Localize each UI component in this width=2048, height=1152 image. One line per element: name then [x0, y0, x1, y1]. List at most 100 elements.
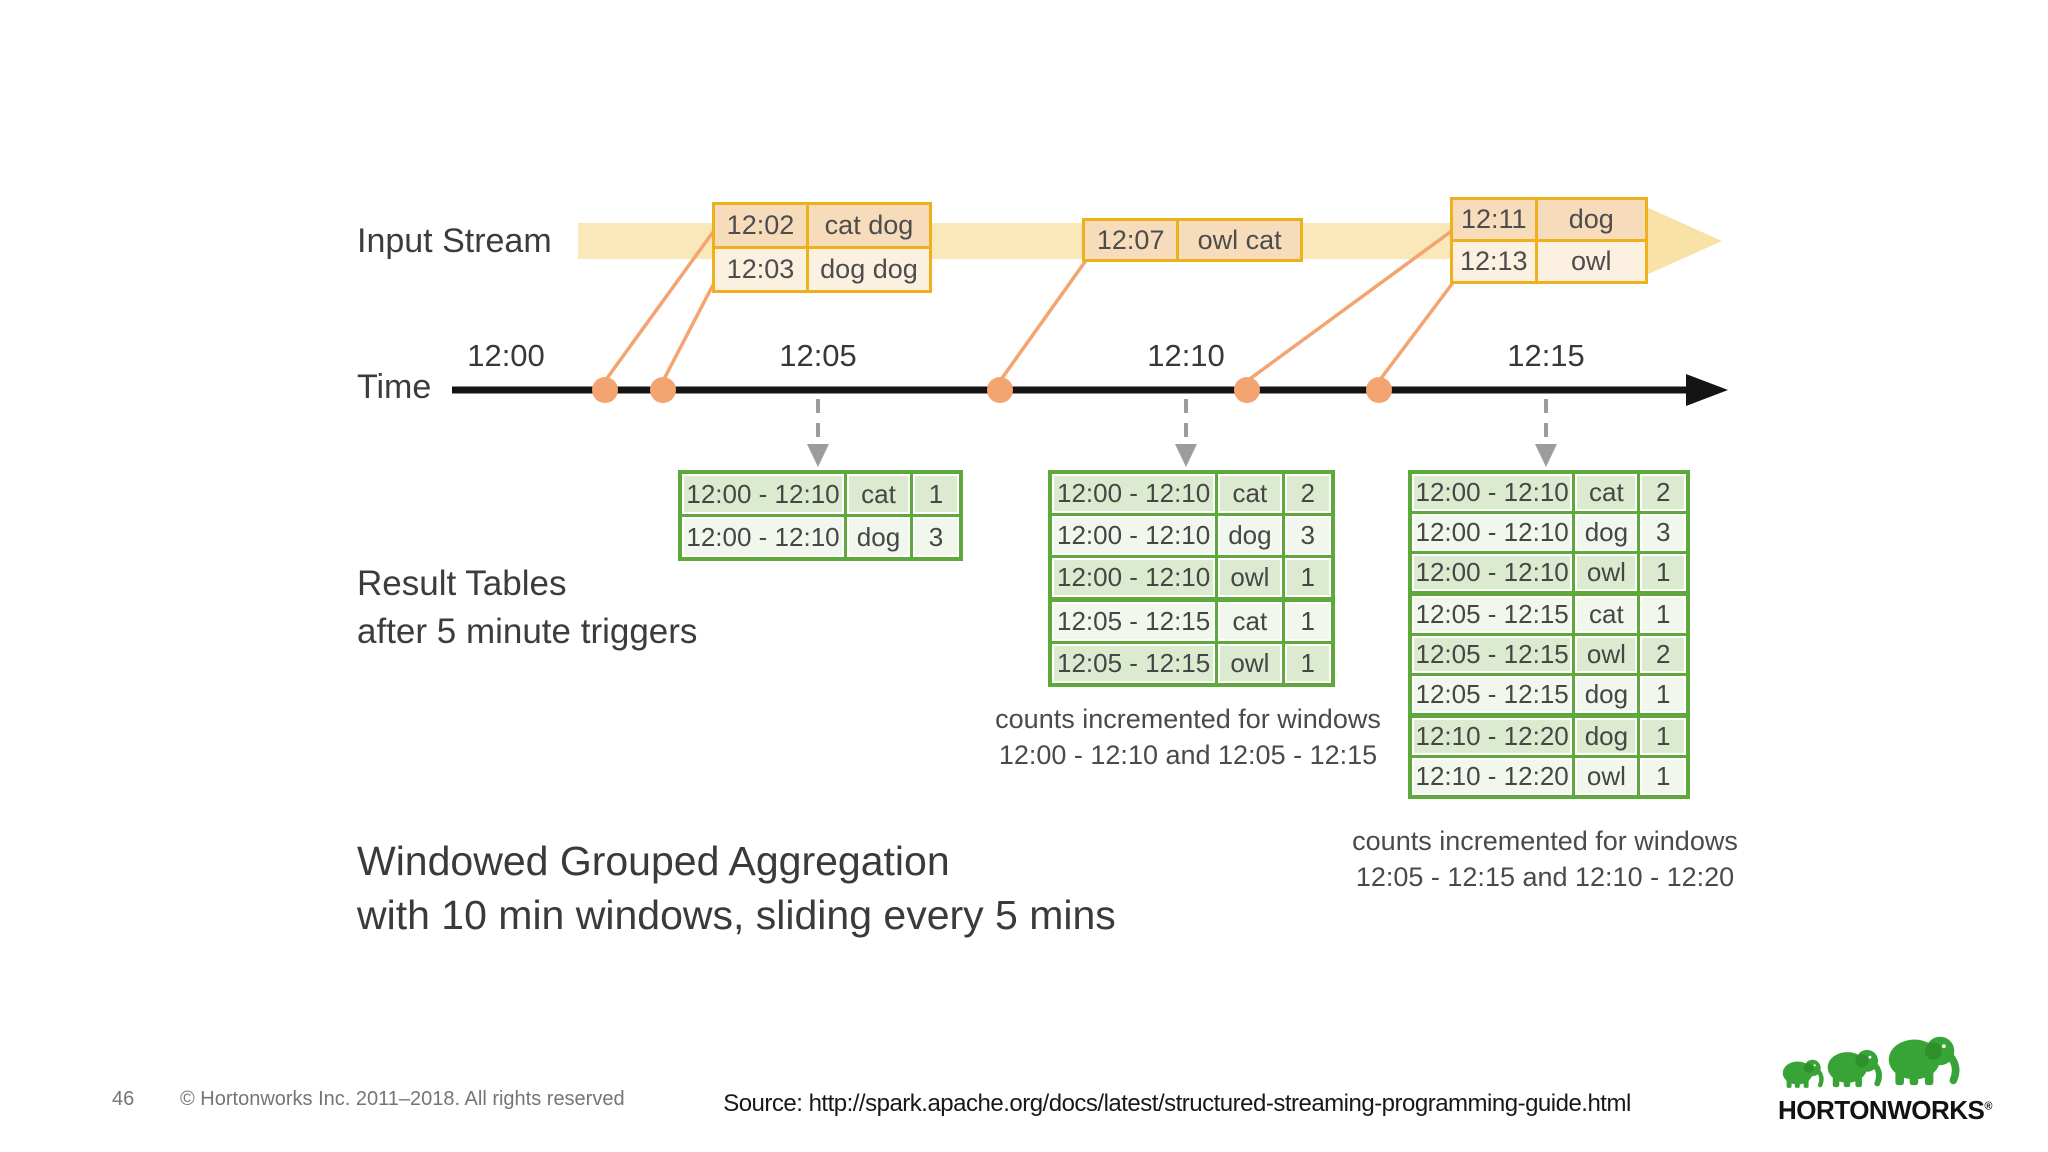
counts-note: counts incremented for windows 12:00 - 1…	[908, 702, 1468, 773]
window-cell: 12:00 - 12:10	[1052, 558, 1215, 597]
timeline-tick-label: 12:00	[467, 338, 545, 373]
trigger-arrowheads	[807, 444, 1557, 467]
input-stream-label: Input Stream	[357, 222, 552, 260]
word-cell: dog	[1215, 516, 1281, 555]
word-cell: dog	[1572, 514, 1637, 551]
registered-mark: ®	[1984, 1100, 1992, 1113]
event-dot	[1366, 377, 1392, 403]
count-cell: 1	[909, 474, 959, 514]
connector-line	[661, 282, 716, 382]
count-cell: 1	[1637, 676, 1685, 713]
event-dot	[1234, 377, 1260, 403]
time-cell: 12:13	[1460, 246, 1528, 276]
time-cell: 12:11	[1461, 204, 1527, 234]
words-cell: dog dog	[805, 249, 929, 290]
words-cell: cat dog	[805, 205, 929, 246]
elephant-icon	[1782, 1059, 1824, 1088]
word-cell: owl	[1215, 644, 1281, 683]
word-cell: cat	[844, 474, 910, 514]
word-cell: cat	[1572, 474, 1637, 511]
trigger-dashed-lines	[816, 399, 1548, 446]
result-tables-caption: Result Tables after 5 minute triggers	[357, 560, 697, 657]
connector-line	[603, 230, 715, 383]
window-cell: 12:05 - 12:15	[1412, 636, 1572, 673]
count-cell: 1	[1281, 602, 1331, 641]
elephant-icon	[1888, 1036, 1960, 1086]
window-cell: 12:00 - 12:10	[1052, 516, 1215, 555]
timeline-tick-label: 12:05	[779, 338, 857, 373]
window-cell: 12:05 - 12:15	[1052, 602, 1215, 641]
elephant-icon	[1827, 1049, 1882, 1088]
time-cell: 12:02	[726, 210, 795, 240]
connector-lines	[603, 228, 1457, 383]
word-cell: cat	[1215, 474, 1281, 513]
word-cell: cat	[1215, 602, 1281, 641]
window-cell: 12:00 - 12:10	[1412, 514, 1572, 551]
word-cell: owl	[1572, 554, 1637, 591]
word-cell: dog	[844, 517, 910, 557]
timeline-tick-label: 12:15	[1507, 338, 1585, 373]
words-cell: owl	[1534, 242, 1645, 281]
hortonworks-logo: HORTONWORKS®	[1778, 1028, 1992, 1126]
slide-title: Windowed Grouped Aggregation with 10 min…	[357, 834, 1116, 942]
timeline-arrowhead-icon	[1686, 374, 1728, 406]
word-cell: owl	[1572, 758, 1637, 795]
word-cell: dog	[1572, 676, 1637, 713]
timeline-tick-label: 12:10	[1147, 338, 1225, 373]
window-cell: 12:10 - 12:20	[1412, 758, 1572, 795]
connector-line	[1245, 228, 1455, 383]
count-cell: 1	[1637, 718, 1685, 755]
window-cell: 12:00 - 12:10	[1412, 554, 1572, 591]
trigger-arrow-icon	[807, 444, 829, 467]
word-cell: dog	[1572, 718, 1637, 755]
word-cell: owl	[1572, 636, 1637, 673]
words-cell: dog	[1534, 200, 1645, 239]
time-cell: 12:07	[1096, 224, 1165, 255]
count-cell: 1	[1637, 596, 1685, 633]
page-number: 46	[112, 1088, 135, 1110]
counts-note-line: counts incremented for windows	[995, 704, 1381, 734]
window-cell: 12:10 - 12:20	[1412, 718, 1572, 755]
count-cell: 1	[1637, 758, 1685, 795]
word-cell: owl	[1215, 558, 1281, 597]
window-cell: 12:00 - 12:10	[682, 517, 844, 557]
count-cell: 2	[1281, 474, 1331, 513]
input-stream-arrowhead-icon	[1644, 206, 1722, 276]
slide-title-line: with 10 min windows, sliding every 5 min…	[357, 892, 1116, 939]
count-cell: 2	[1637, 474, 1685, 511]
count-cell: 3	[1637, 514, 1685, 551]
slide-title-line: Windowed Grouped Aggregation	[357, 838, 950, 884]
counts-note-line: counts incremented for windows	[1352, 826, 1738, 856]
counts-note: counts incremented for windows 12:05 - 1…	[1265, 824, 1825, 895]
count-cell: 2	[1637, 636, 1685, 673]
connector-line	[998, 257, 1089, 383]
source-url-text: Source: http://spark.apache.org/docs/lat…	[723, 1090, 1631, 1117]
logo-wordmark: HORTONWORKS	[1778, 1095, 1985, 1125]
event-dot	[650, 377, 676, 403]
word-cell: cat	[1572, 596, 1637, 633]
count-cell: 3	[1281, 516, 1331, 555]
trigger-arrow-icon	[1535, 444, 1557, 467]
count-cell: 1	[1637, 554, 1685, 591]
